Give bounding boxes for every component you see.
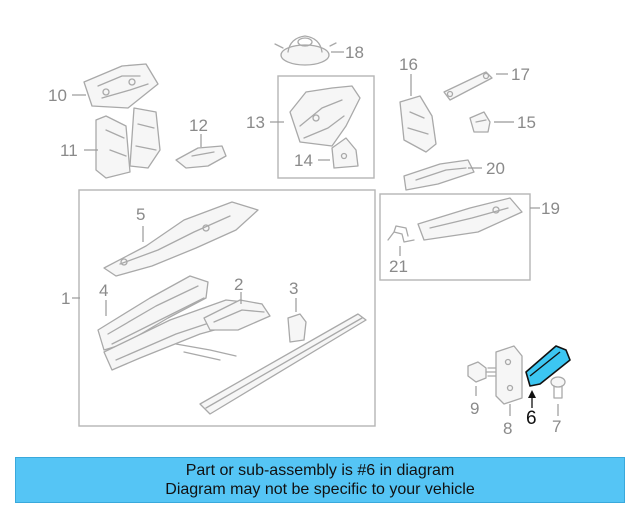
part-18-mount[interactable] xyxy=(274,35,337,66)
callout-21[interactable]: 21 xyxy=(389,257,408,276)
part-9-bolt[interactable] xyxy=(467,361,501,383)
callout-9[interactable]: 9 xyxy=(470,399,479,418)
callout-18[interactable]: 18 xyxy=(345,43,364,62)
banner-part-line: Part or sub-assembly is #6 in diagram xyxy=(185,462,455,479)
callout-2[interactable]: 2 xyxy=(234,275,243,294)
callout-19[interactable]: 19 xyxy=(541,199,560,218)
callout-8[interactable]: 8 xyxy=(503,419,512,438)
part-16-bracket[interactable] xyxy=(399,95,437,153)
part-19-reinforcement[interactable] xyxy=(417,197,523,241)
part-2-bracket[interactable] xyxy=(175,299,271,361)
part-14-bracket[interactable] xyxy=(331,137,359,169)
part-13-bracket[interactable] xyxy=(289,85,361,147)
callout-17[interactable]: 17 xyxy=(511,65,530,84)
callout-5[interactable]: 5 xyxy=(136,205,145,224)
group-box-13 xyxy=(277,75,375,179)
callout-4[interactable]: 4 xyxy=(99,281,108,300)
exploded-parts-diagram: 18 10 11 12 13 xyxy=(48,35,571,438)
part-17-strap[interactable] xyxy=(443,71,493,101)
callout-15[interactable]: 15 xyxy=(517,113,536,132)
callout-12[interactable]: 12 xyxy=(189,116,208,135)
callout-1[interactable]: 1 xyxy=(61,289,70,308)
callout-10[interactable]: 10 xyxy=(48,86,67,105)
callout-13[interactable]: 13 xyxy=(246,113,265,132)
banner-disclaimer-line: Diagram may not be specific to your vehi… xyxy=(165,481,475,498)
part-20-bracket[interactable] xyxy=(403,159,475,191)
part-5-upper-rail[interactable] xyxy=(103,201,259,277)
part-7-clip[interactable] xyxy=(550,376,566,399)
part-6-highlighted[interactable] xyxy=(525,345,571,387)
part-1-side-sill[interactable] xyxy=(199,313,367,415)
callout-7[interactable]: 7 xyxy=(552,417,561,436)
part-12-bracket[interactable] xyxy=(175,145,227,169)
part-11-bracket-assembly[interactable] xyxy=(95,107,161,179)
callout-11[interactable]: 11 xyxy=(60,141,78,160)
callout-16[interactable]: 16 xyxy=(399,55,418,74)
callout-3[interactable]: 3 xyxy=(289,279,298,298)
part-21-clip[interactable] xyxy=(387,225,415,243)
part-3-bracket[interactable] xyxy=(287,313,307,343)
callout-6[interactable]: 6 xyxy=(526,408,537,429)
callout-14[interactable]: 14 xyxy=(294,151,313,170)
part-15-clip[interactable] xyxy=(469,111,491,133)
callout-20[interactable]: 20 xyxy=(486,159,505,178)
group-box-19 xyxy=(379,193,531,281)
part-10-bracket[interactable] xyxy=(83,63,159,109)
part-8-plate[interactable] xyxy=(495,345,523,405)
info-banner: Part or sub-assembly is #6 in diagram Di… xyxy=(15,457,625,503)
group-box-1 xyxy=(78,189,376,427)
